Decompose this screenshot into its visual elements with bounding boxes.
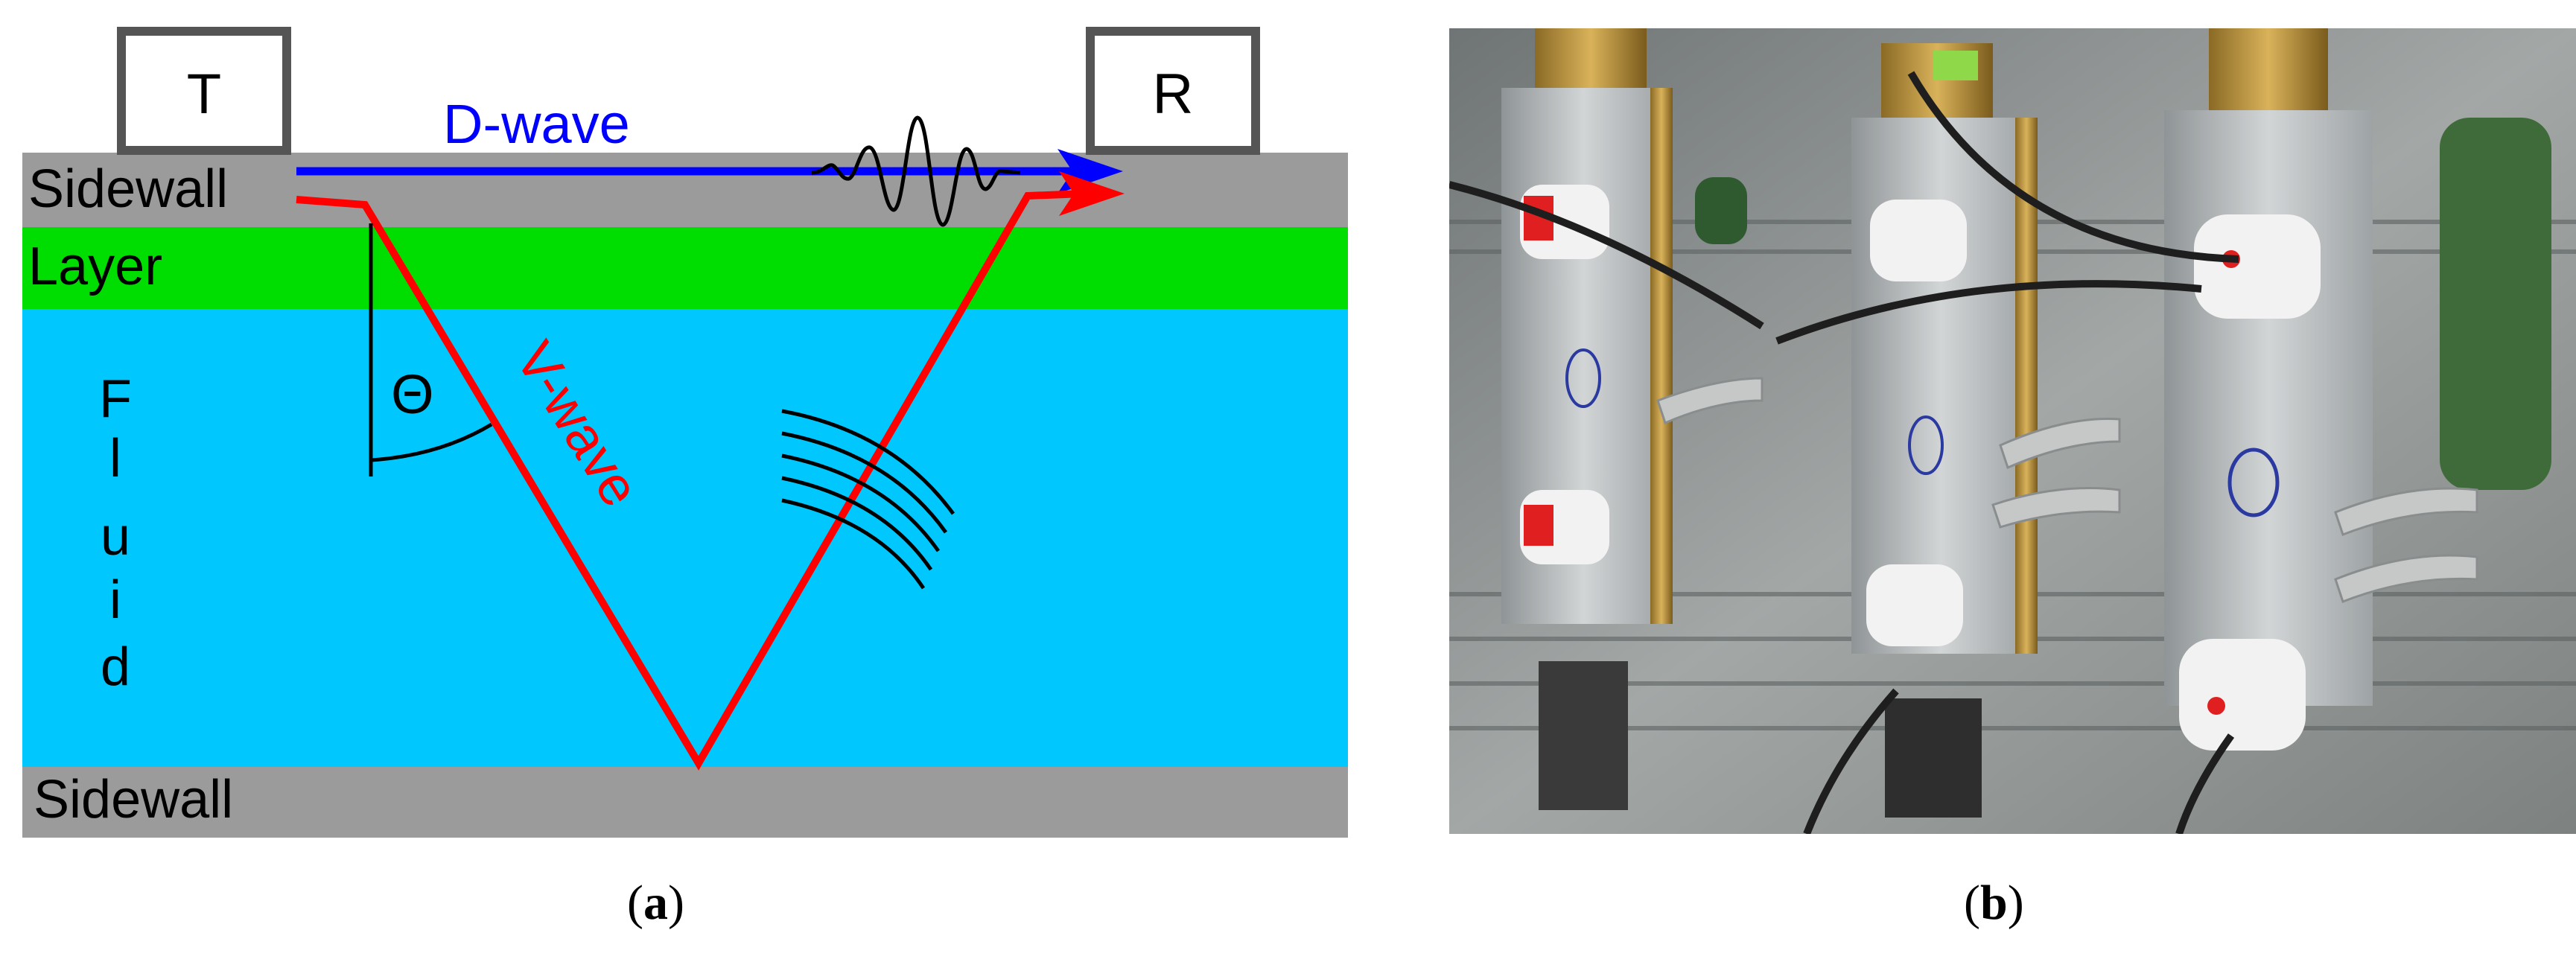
angle-indicator [369,223,493,477]
sidewall-bottom-label: Sidewall [34,770,233,829]
transmitter-box [117,27,291,155]
fluid-letter: i [109,570,121,630]
panel-a-diagram: T R D-wave V-wave Θ Sidewall Layer Sidew… [22,27,1348,838]
transmitter-label: T [187,63,221,126]
caption-a: (a) [627,876,684,930]
clamps [1656,377,2478,603]
fluid-letter: F [99,369,132,429]
wavefront-arcs [781,409,955,590]
d-wave-label: D-wave [443,93,630,155]
fluid-letter: l [109,429,121,488]
fluid-letter: u [101,507,130,567]
sidewall-top-label: Sidewall [28,159,228,219]
fluid-letter: d [101,637,130,697]
receiver-label: R [1153,63,1194,126]
panel-b-photo [1449,28,2576,834]
green-bracket-left [1695,177,1747,244]
sensor-unit [1851,43,2038,818]
angle-label: Θ [391,363,434,425]
receiver-box [1086,27,1260,155]
v-wave-path [296,171,1125,771]
fluid-region [22,309,1348,767]
layer-band [22,227,1348,309]
sensor-unit [2164,28,2373,751]
green-bracket [2440,118,2551,490]
layer-label: Layer [28,237,162,296]
sensor-unit [1501,28,1673,810]
cables [1449,71,2239,834]
sidewall-bottom [22,767,1348,838]
wave-packet [811,115,1021,227]
caption-b: (b) [1964,876,2024,930]
sidewall-top [22,153,1348,227]
